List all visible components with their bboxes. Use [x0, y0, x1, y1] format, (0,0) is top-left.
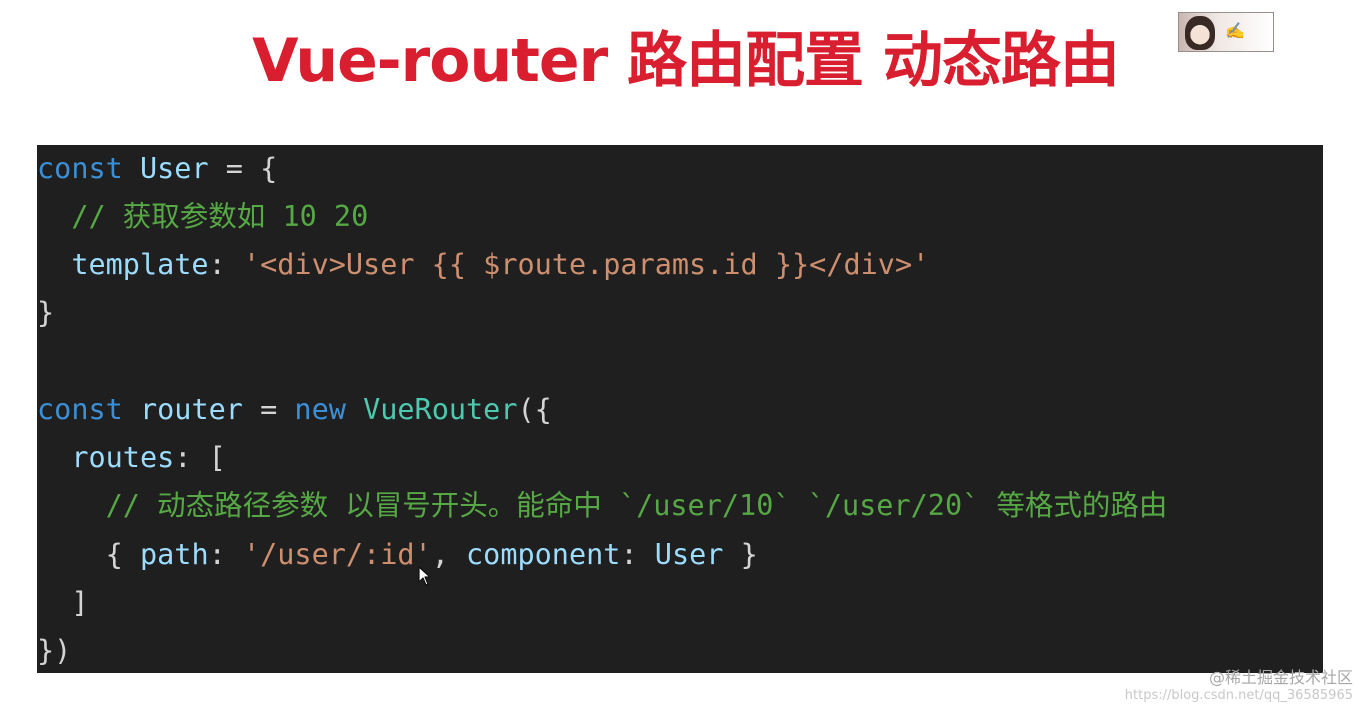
code-punctuation: :: [208, 248, 243, 281]
code-indent: [37, 248, 71, 281]
code-string: '<div>User {{ $route.params.id }}</div>': [242, 248, 930, 281]
code-panel: const User = { // 获取参数如 10 20 template: …: [37, 145, 1323, 673]
code-punctuation: = {: [208, 152, 278, 185]
code-punctuation: ({: [517, 393, 552, 426]
code-property: routes: [71, 441, 175, 474]
code-line-3: template: '<div>User {{ $route.params.id…: [37, 245, 929, 285]
code-line-10: ]: [37, 586, 89, 619]
code-identifier: User: [654, 538, 724, 571]
code-punctuation: : [: [174, 441, 226, 474]
avatar-logo: ✍: [1178, 12, 1274, 52]
code-punctuation: {: [105, 538, 140, 571]
code-line-9: { path: '/user/:id', component: User }: [37, 535, 758, 575]
code-identifier: User: [139, 152, 209, 185]
code-punctuation: :: [620, 538, 655, 571]
code-comment-line: // 获取参数如 10 20: [37, 200, 369, 233]
code-comment-line: // 动态路径参数 以冒号开头。能命中 `/user/10` `/user/20…: [37, 489, 1168, 522]
code-keyword-new: new: [294, 393, 346, 426]
code-line-6: const router = new VueRouter({: [37, 390, 552, 430]
code-property: path: [139, 538, 209, 571]
watermark: @稀土掘金技术社区 https://blog.csdn.net/qq_36585…: [1125, 668, 1353, 704]
code-keyword: const: [37, 152, 123, 185]
code-punctuation: }: [723, 538, 758, 571]
code-punctuation: =: [242, 393, 295, 426]
signature-icon: ✍: [1225, 21, 1245, 40]
code-indent: [37, 538, 106, 571]
cursor-arrow-icon: [418, 566, 431, 586]
code-line-7: routes: [: [37, 438, 226, 478]
code-line-11: }): [37, 634, 72, 667]
code-identifier: router: [139, 393, 243, 426]
code-line-1: const User = {: [37, 149, 277, 189]
code-punctuation: :: [208, 538, 243, 571]
code-class-name: VueRouter: [363, 393, 518, 426]
code-line-4: }: [37, 296, 55, 329]
watermark-site: @稀土掘金技术社区: [1208, 668, 1353, 687]
code-keyword: const: [37, 393, 123, 426]
code-punctuation: ,: [431, 538, 467, 571]
watermark-url: https://blog.csdn.net/qq_36585965: [1124, 688, 1353, 703]
avatar-face-icon: [1185, 16, 1215, 50]
slide-title: Vue-router 路由配置 动态路由: [252, 26, 1120, 96]
code-string: '/user/:id': [242, 538, 432, 571]
code-property: component: [466, 538, 621, 571]
code-property: template: [71, 248, 209, 281]
code-indent: [37, 441, 71, 474]
